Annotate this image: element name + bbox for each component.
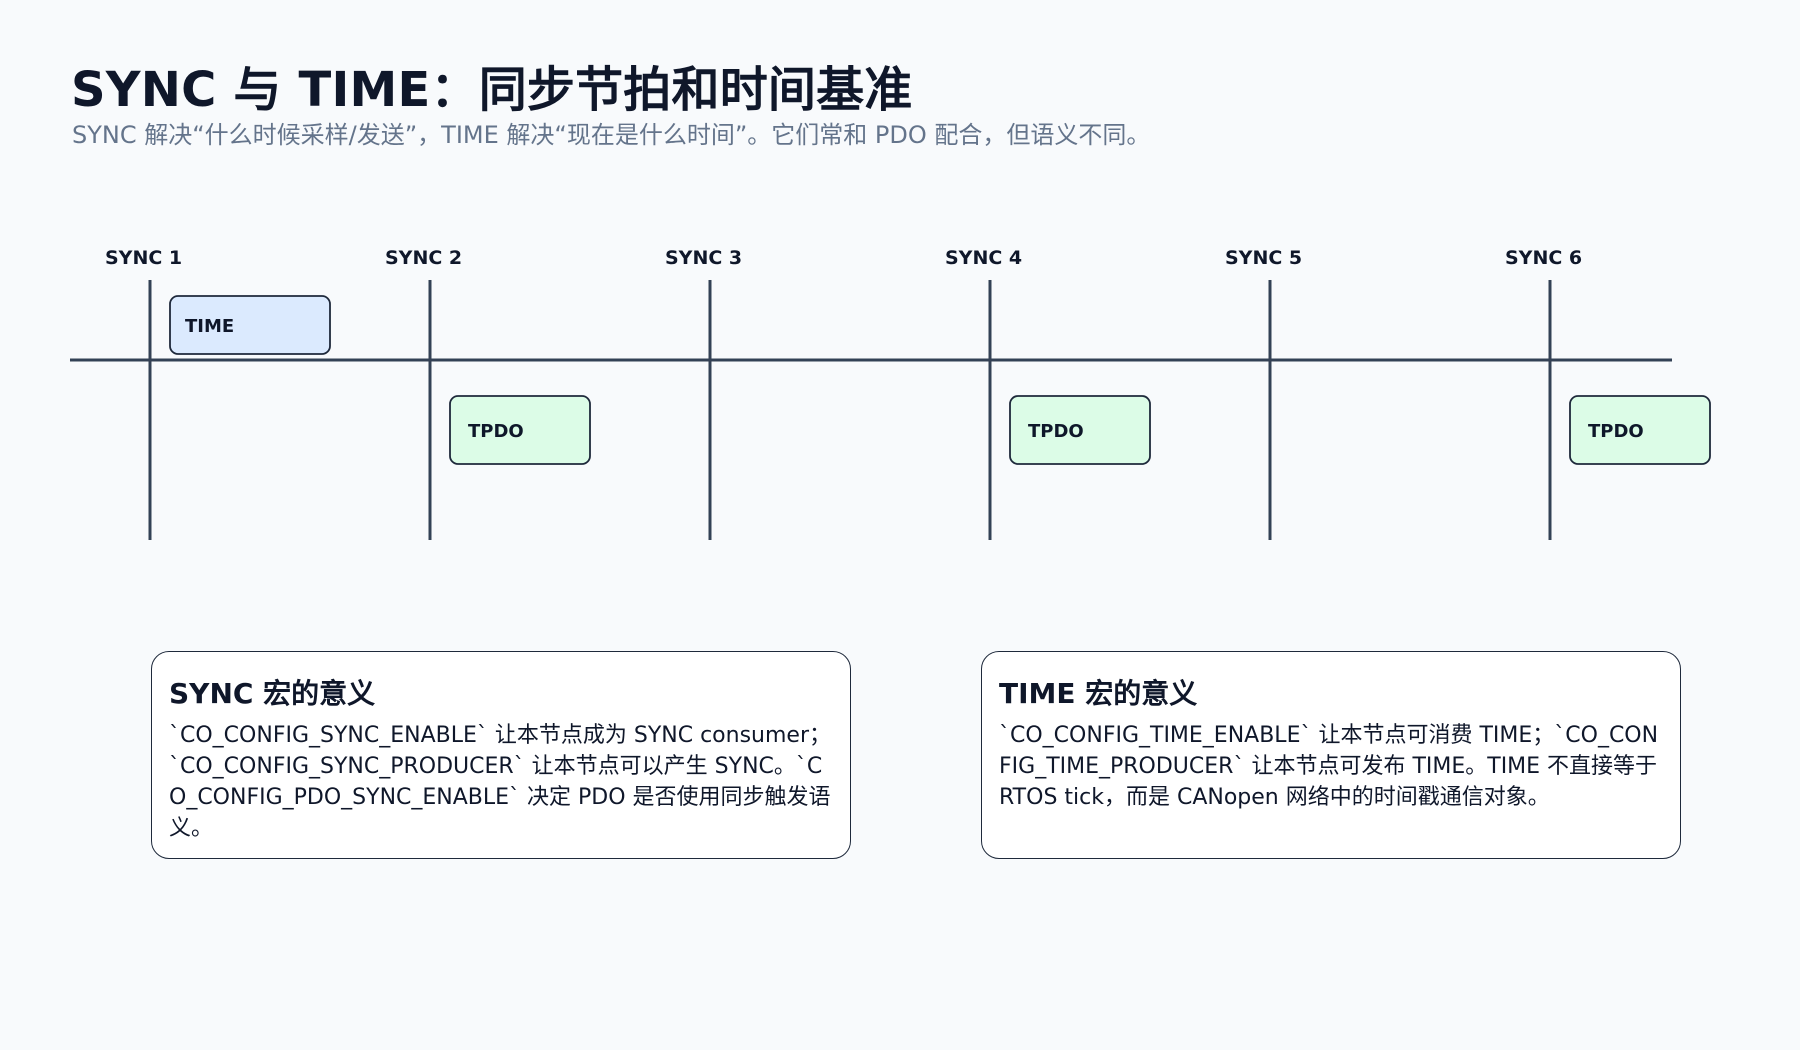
time-card-title: TIME 宏的意义: [999, 677, 1198, 710]
sync-tick-label: SYNC 3: [665, 247, 742, 269]
sync-tick-label: SYNC 6: [1505, 247, 1582, 269]
time-event-box: TIME: [169, 295, 331, 355]
event-box-label: TIME: [185, 316, 234, 337]
tpdo-event-box: TPDO: [449, 395, 591, 465]
sync-tick-label: SYNC 4: [945, 247, 1022, 269]
sync-card-body: `CO_CONFIG_SYNC_ENABLE` 让本节点成为 SYNC cons…: [169, 723, 831, 841]
page-title: SYNC 与 TIME：同步节拍和时间基准: [71, 62, 913, 118]
sync-timeline-diagram: SYNC 1 SYNC 2 SYNC 3 SYNC 4 SYNC 5 SYNC 6 TIM…: [70, 247, 1711, 540]
event-box-label: TPDO: [1028, 421, 1084, 442]
sync-card-title: SYNC 宏的意义: [169, 677, 376, 710]
page-subtitle: SYNC 解决“什么时候采样/发送”，TIME 解决“现在是什么时间”。它们常和…: [72, 121, 1151, 149]
sync-tick-label: SYNC 5: [1225, 247, 1302, 269]
sync-tick-label: SYNC 1: [105, 247, 182, 269]
sync-tick-label: SYNC 2: [385, 247, 462, 269]
tpdo-event-box: TPDO: [1569, 395, 1711, 465]
event-box-shape: [1569, 395, 1711, 465]
tpdo-event-box: TPDO: [1009, 395, 1151, 465]
event-box-shape: [449, 395, 591, 465]
event-box-label: TPDO: [1588, 421, 1644, 442]
event-box-shape: [169, 295, 331, 355]
time-card-body: `CO_CONFIG_TIME_ENABLE` 让本节点可消费 TIME；`CO…: [999, 723, 1659, 810]
sync-macro-card: SYNC 宏的意义 `CO_CONFIG_SYNC_ENABLE` 让本节点成为…: [151, 651, 851, 859]
event-box-shape: [1009, 395, 1151, 465]
time-macro-card: TIME 宏的意义 `CO_CONFIG_TIME_ENABLE` 让本节点可消…: [981, 651, 1681, 859]
event-box-label: TPDO: [468, 421, 524, 442]
